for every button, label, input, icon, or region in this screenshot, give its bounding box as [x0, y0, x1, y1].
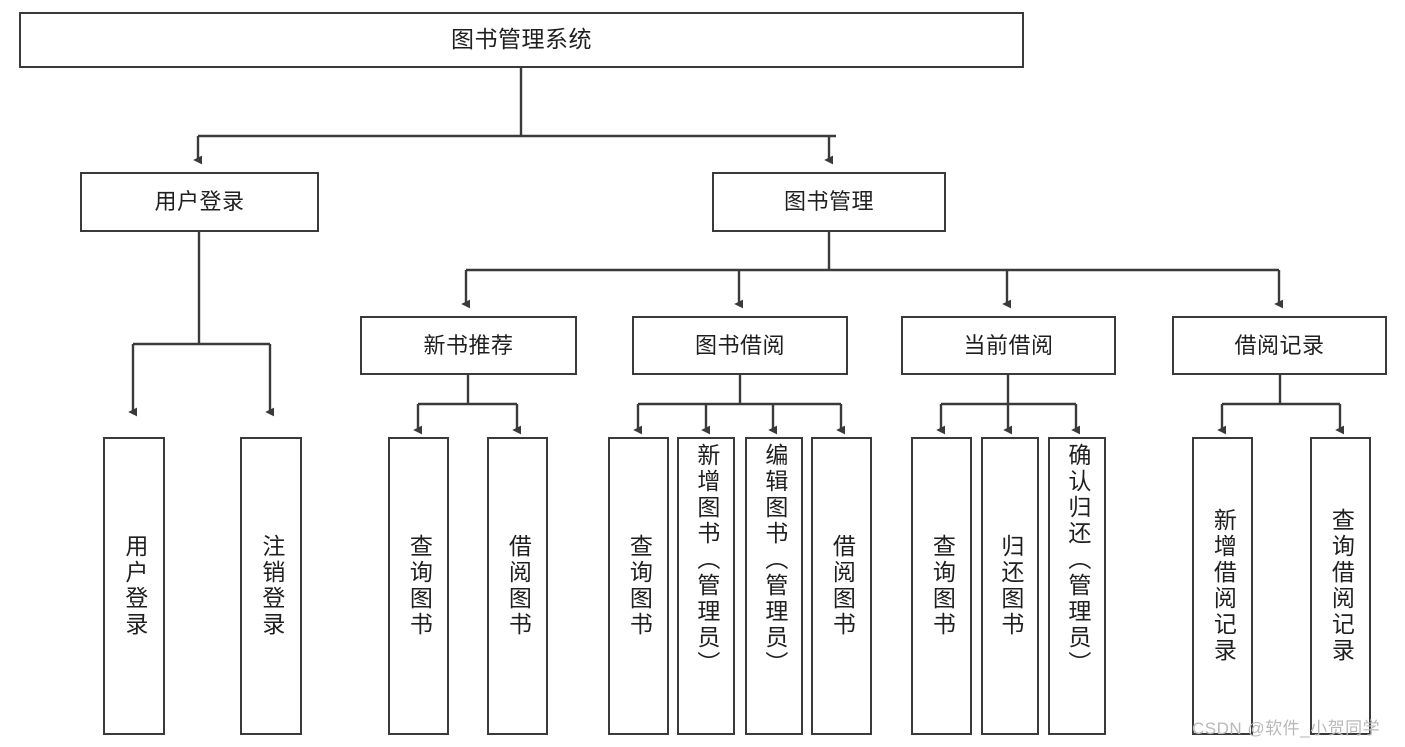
node-current-borrow[interactable]: 当前借阅	[901, 316, 1116, 375]
leaf-new-book-query-books[interactable]: 查询图书	[388, 437, 449, 735]
node-label: 图书管理系统	[451, 26, 592, 53]
node-label: 借阅记录	[1234, 332, 1325, 358]
node-root-book-management-system[interactable]: 图书管理系统	[19, 12, 1024, 68]
node-label: 编辑图书（管理员）	[761, 443, 788, 677]
leaf-borrow-record-add-record[interactable]: 新增借阅记录	[1192, 437, 1253, 735]
leaf-current-borrow-confirm-return-admin[interactable]: 确认归还（管理员）	[1048, 437, 1106, 735]
leaf-user-login-logout[interactable]: 注销登录	[240, 437, 302, 735]
node-label: 当前借阅	[963, 332, 1054, 358]
node-user-login[interactable]: 用户登录	[80, 172, 319, 232]
node-label: 图书管理	[783, 189, 874, 215]
node-label: 查询图书	[406, 534, 433, 638]
node-label: 查询图书	[626, 534, 653, 638]
node-label: 用户登录	[154, 189, 245, 215]
node-label: 新增借阅记录	[1210, 508, 1237, 664]
node-label: 归还图书	[997, 534, 1024, 638]
node-book-management[interactable]: 图书管理	[712, 172, 946, 232]
node-label: 用户登录	[121, 534, 148, 638]
node-label: 借阅图书	[829, 534, 856, 638]
node-label: 注销登录	[258, 534, 285, 638]
leaf-current-borrow-return-books[interactable]: 归还图书	[981, 437, 1039, 735]
node-label: 查询图书	[929, 534, 956, 638]
node-book-borrow[interactable]: 图书借阅	[632, 316, 848, 375]
leaf-current-borrow-query-books[interactable]: 查询图书	[911, 437, 972, 735]
node-new-book-recommend[interactable]: 新书推荐	[360, 316, 577, 375]
node-label: 确认归还（管理员）	[1064, 443, 1091, 677]
node-label: 新增图书（管理员）	[693, 443, 720, 677]
node-borrow-record[interactable]: 借阅记录	[1172, 316, 1387, 375]
leaf-user-login-login[interactable]: 用户登录	[103, 437, 165, 735]
node-label: 图书借阅	[694, 332, 785, 358]
leaf-book-borrow-borrow-books[interactable]: 借阅图书	[811, 437, 872, 735]
leaf-new-book-borrow-books[interactable]: 借阅图书	[487, 437, 548, 735]
leaf-book-borrow-query-books[interactable]: 查询图书	[608, 437, 669, 735]
leaf-book-borrow-add-book-admin[interactable]: 新增图书（管理员）	[677, 437, 735, 735]
node-label: 新书推荐	[423, 332, 514, 358]
node-label: 借阅图书	[505, 534, 532, 638]
leaf-book-borrow-edit-book-admin[interactable]: 编辑图书（管理员）	[745, 437, 803, 735]
node-label: 查询借阅记录	[1328, 508, 1355, 664]
leaf-borrow-record-query-record[interactable]: 查询借阅记录	[1310, 437, 1371, 735]
